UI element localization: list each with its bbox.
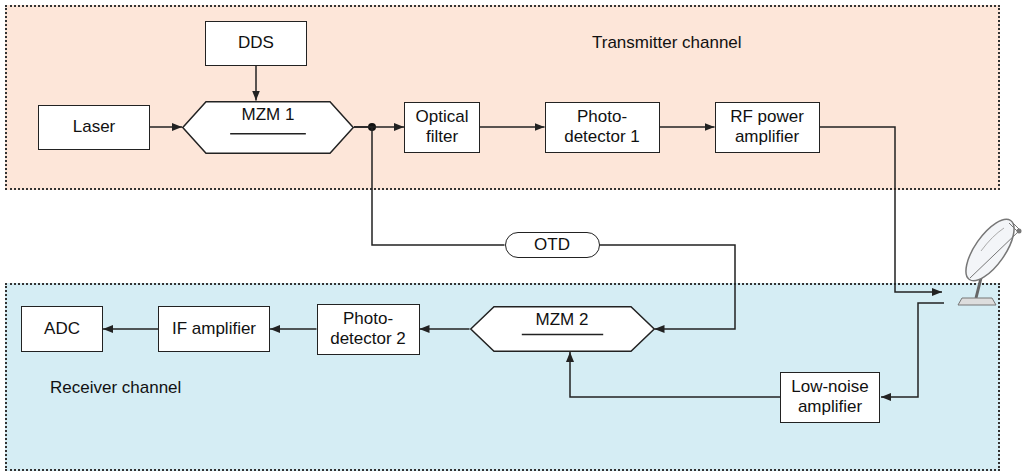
signal-connector — [600, 245, 736, 329]
signal-connector — [660, 126, 715, 128]
signal-connector — [150, 126, 182, 128]
box-label: OTD — [534, 235, 570, 255]
band-heading: Receiver channel — [50, 378, 181, 398]
process-box: Optical filter — [404, 102, 480, 153]
antenna-symbol — [957, 212, 1023, 305]
process-box: Laser — [38, 105, 150, 150]
feed-wire — [820, 127, 942, 292]
box-label: RF power amplifier — [722, 107, 813, 146]
process-box: Photo- detector 2 — [317, 304, 420, 355]
process-box: ADC — [21, 306, 103, 352]
box-label: ADC — [44, 319, 80, 339]
box-label: Optical filter — [411, 107, 473, 146]
process-box: Low-noise amplifier — [780, 372, 880, 423]
box-label: MZM 2 — [536, 310, 589, 330]
signal-connector — [420, 328, 470, 330]
box-label: Photo- detector 1 — [552, 107, 653, 146]
process-box: Photo- detector 1 — [545, 102, 660, 153]
channel-band: Transmitter channel DDS Laser MZM 1 Optical … — [5, 5, 1000, 190]
box-label: Photo- detector 2 — [324, 309, 413, 348]
box-label: IF amplifier — [172, 319, 256, 339]
signal-connector — [354, 127, 505, 245]
box-label: DDS — [238, 33, 274, 53]
box-label: Low-noise amplifier — [787, 377, 873, 416]
process-box: RF power amplifier — [715, 102, 820, 153]
process-box: IF amplifier — [158, 306, 270, 352]
box-label: Laser — [73, 117, 116, 137]
signal-connector — [255, 66, 257, 101]
process-box: DDS — [205, 21, 307, 66]
modulator-hexagon: MZM 1 — [182, 101, 354, 154]
signal-connector — [270, 328, 317, 330]
channel-band: Receiver channel ADC IF amplifier Photo- de… — [5, 283, 1000, 471]
signal-connector — [103, 328, 158, 330]
delay-box: OTD — [505, 232, 600, 258]
modulator-hexagon: MZM 2 — [470, 306, 655, 352]
box-label: MZM 1 — [242, 105, 295, 125]
signal-connector — [480, 126, 545, 128]
signal-connector — [570, 352, 780, 397]
receive-wire — [881, 303, 944, 397]
band-heading: Transmitter channel — [592, 33, 742, 53]
